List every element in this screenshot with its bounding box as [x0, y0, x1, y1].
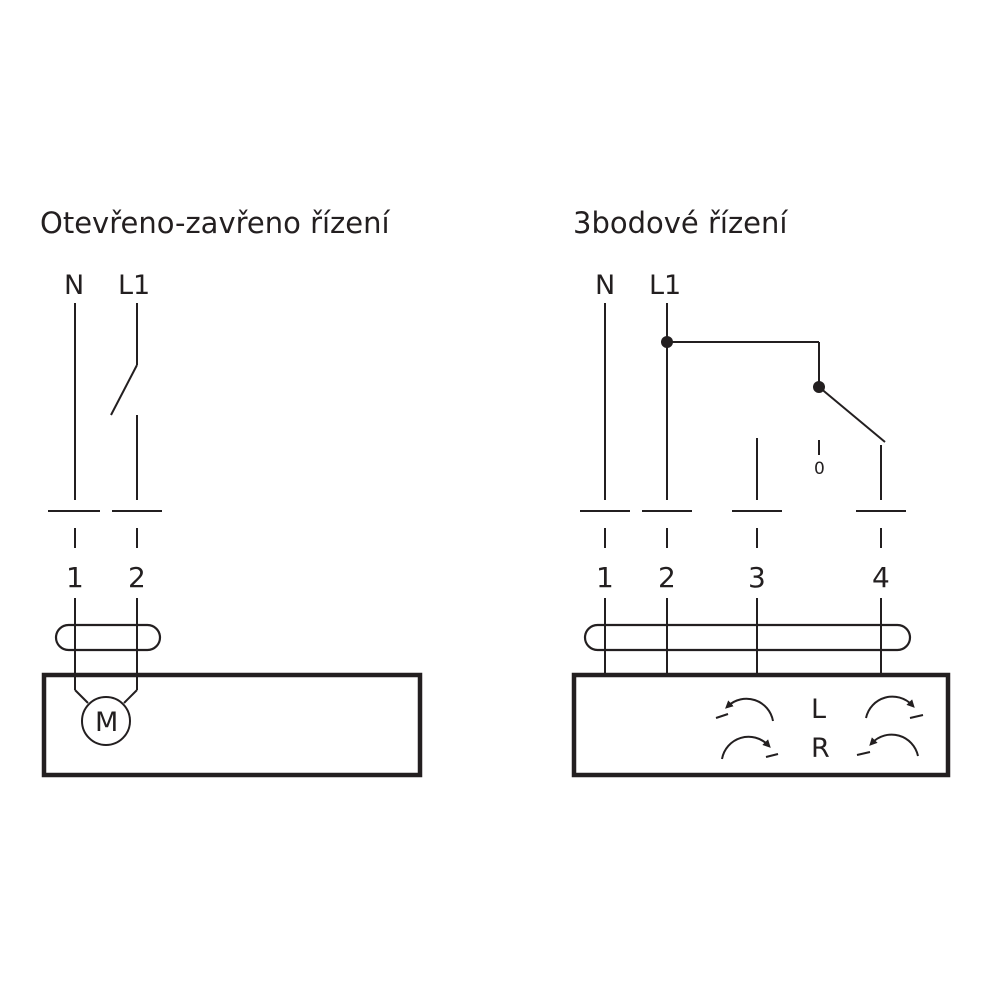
left-cable-sleeve — [54, 623, 162, 652]
changeover-switch-icon — [667, 341, 886, 455]
right-diagram: 3bodové řízení N L1 0 — [571, 206, 951, 778]
motor-icon — [74, 689, 138, 746]
direction-label-r: R — [811, 733, 830, 764]
right-label-l1: L1 — [649, 270, 681, 301]
switch-zero-label: 0 — [814, 459, 825, 479]
left-actuator-box — [41, 672, 423, 778]
left-label-l1: L1 — [118, 270, 150, 301]
rotation-arrow-icon — [715, 697, 774, 722]
direction-label-l: L — [811, 694, 826, 725]
left-title: Otevřeno-zavřeno řízení — [40, 206, 391, 240]
rotation-arrow-icon — [856, 733, 919, 757]
right-title: 3bodové řízení — [573, 206, 788, 240]
left-diagram: Otevřeno-zavřeno řízení N L1 1 2 — [40, 206, 423, 778]
right-label-n: N — [595, 270, 615, 301]
switch-icon — [110, 303, 138, 500]
rotation-arrow-icon — [865, 695, 924, 719]
left-terminal-2: 2 — [128, 561, 146, 594]
right-terminal-1: 1 — [596, 561, 614, 594]
rotation-arrow-icon — [721, 735, 779, 760]
right-terminal-2: 2 — [658, 561, 676, 594]
right-actuator-box — [571, 672, 951, 778]
right-cable-sleeve — [583, 623, 912, 652]
right-terminal-strip — [580, 510, 906, 548]
left-terminal-1: 1 — [66, 561, 84, 594]
right-terminal-3: 3 — [748, 561, 766, 594]
left-label-n: N — [64, 270, 84, 301]
motor-label: M — [95, 707, 118, 738]
left-terminal-strip — [48, 510, 162, 548]
right-terminal-4: 4 — [872, 561, 890, 594]
